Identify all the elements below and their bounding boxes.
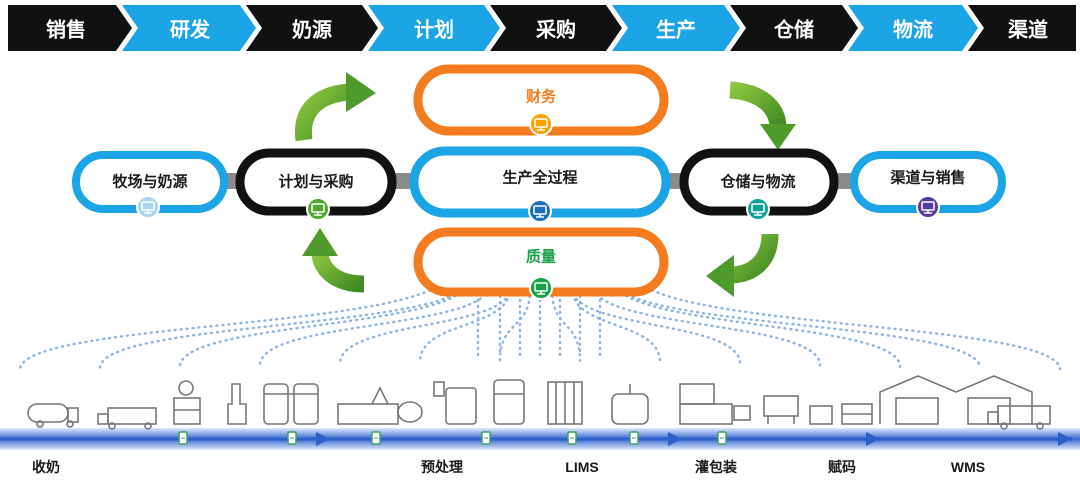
process-step-2: [122, 5, 256, 51]
process-step-label-3: 奶源: [292, 19, 332, 42]
ring-label-quality: 质量: [525, 248, 557, 266]
warehouse-monitor-icon: [746, 197, 770, 221]
warehouse-icon: [879, 375, 1033, 425]
process-step-7: [730, 5, 858, 51]
data-flow-line: [98, 276, 472, 370]
coding-station-icon: [809, 403, 873, 425]
data-flow-line: [258, 282, 492, 367]
data-flow-line: [630, 268, 1062, 371]
process-step-6: [612, 5, 740, 51]
pump-icon: [227, 383, 247, 425]
line-label-milk-collection: 收奶: [32, 459, 60, 475]
data-flow-line: [590, 282, 822, 367]
planning-monitor-icon: [306, 197, 330, 221]
ring-label-warehouse: 仓储与物流: [720, 173, 796, 191]
line-label-coding: 赋码: [828, 459, 856, 475]
terminal-icon: [481, 431, 491, 445]
cycle-arrows: [294, 72, 796, 297]
finance-monitor-icon: [529, 112, 553, 136]
arrow-down-right-icon: [729, 81, 796, 150]
line-label-wms: WMS: [950, 459, 986, 475]
process-step-label-4: 计划: [414, 19, 454, 42]
ring-label-planning: 计划与采购: [278, 173, 354, 191]
pretreatment-skid-icon: [337, 386, 423, 425]
line-label-lims: LIMS: [565, 459, 599, 475]
lab-cabinet-icon: [547, 381, 583, 425]
process-step-1: [8, 5, 132, 51]
data-flow-line: [178, 276, 472, 368]
arrow-up-left-bottom-icon: [302, 228, 365, 293]
terminal-icon: [287, 431, 297, 445]
production-equipment: [27, 375, 1051, 430]
vessel-icon: [433, 381, 477, 425]
sterile-tank-icon: [611, 384, 649, 425]
terminal-icon: [629, 431, 639, 445]
reception-unit-icon: [173, 380, 201, 425]
ring-label-finance: 财务: [525, 88, 557, 106]
quality-monitor-icon: [529, 276, 553, 300]
milk-tanker-icon: [27, 403, 79, 428]
system-icons: [136, 112, 940, 300]
ring-label-production: 生产全过程: [502, 169, 578, 187]
process-step-9: [968, 5, 1076, 51]
process-step-5: [490, 5, 622, 51]
production-monitor-icon: [528, 199, 552, 223]
arrow-up-left-icon: [294, 72, 376, 142]
process-step-label-2: 研发: [170, 19, 210, 42]
process-step-label-1: 销售: [46, 19, 86, 42]
process-chevron-bar: [8, 5, 1076, 51]
terminal-icon: [717, 431, 727, 445]
process-step-3: [246, 5, 378, 51]
delivery-truck-icon: [987, 405, 1051, 430]
terminal-icon: [567, 431, 577, 445]
ring-label-channel: 渠道与销售: [890, 169, 966, 187]
arrow-down-left-icon: [706, 233, 779, 297]
data-flow-line: [338, 286, 512, 365]
data-flow-line: [570, 286, 662, 364]
line-label-pretreatment: 预处理: [421, 459, 463, 475]
truck-icon: [97, 407, 157, 430]
data-flow-line: [570, 286, 742, 365]
terminal-icon: [371, 431, 381, 445]
process-step-label-8: 物流: [893, 19, 933, 42]
storage-tanks-icon: [263, 383, 319, 425]
mixing-tank-icon: [493, 379, 525, 425]
data-flow-line: [610, 276, 982, 370]
channel-monitor-icon: [916, 195, 940, 219]
conveyor-belt: [0, 428, 1080, 450]
data-flow-line: [18, 268, 452, 371]
process-step-label-9: 渠道: [1008, 19, 1048, 42]
process-step-label-6: 生产: [656, 19, 696, 42]
packing-machine-icon: [763, 395, 799, 424]
filling-machine-icon: [679, 383, 751, 425]
data-flow-line: [418, 286, 512, 364]
process-step-4: [368, 5, 500, 51]
process-step-label-5: 采购: [536, 19, 576, 42]
data-flow-line: [610, 276, 902, 368]
line-terminals: [178, 431, 727, 445]
ring-label-ranch: 牧场与奶源: [112, 173, 188, 191]
chain-rings: [72, 64, 1006, 297]
line-label-filling: 灌包装: [695, 459, 737, 475]
ranch-monitor-icon: [136, 195, 160, 219]
process-step-8: [848, 5, 978, 51]
process-step-label-7: 仓储: [774, 19, 814, 42]
terminal-icon: [178, 431, 188, 445]
